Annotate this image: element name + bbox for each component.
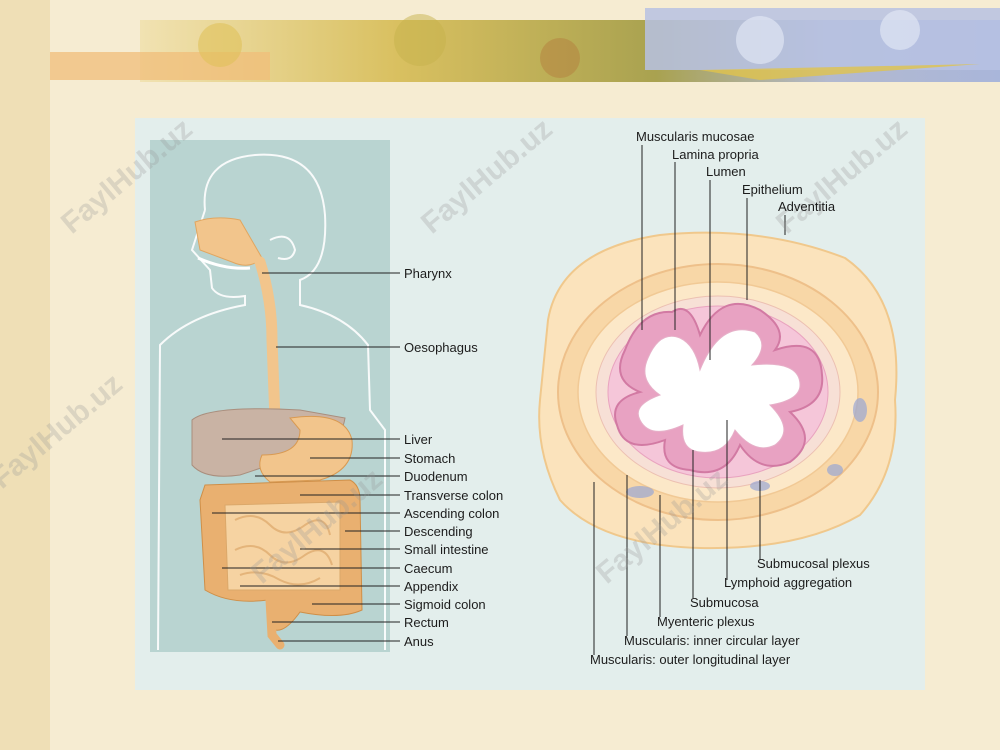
label-myenteric-plexus: Myenteric plexus: [657, 614, 755, 629]
oral-cavity: [194, 217, 263, 266]
label-adventitia: Adventitia: [778, 199, 836, 214]
label-muscularis-mucosae: Muscularis mucosae: [636, 129, 755, 144]
label-muscularis-outer-longitudinal: Muscularis: outer longitudinal layer: [590, 652, 791, 667]
decorative-side-strip: [0, 0, 50, 750]
label-epithelium: Epithelium: [742, 182, 803, 197]
label-sigmoid-colon: Sigmoid colon: [404, 597, 486, 612]
label-duodenum: Duodenum: [404, 469, 468, 484]
label-descending: Descending: [404, 524, 473, 539]
label-lymphoid-aggregation: Lymphoid aggregation: [724, 575, 853, 590]
label-pharynx: Pharynx: [404, 266, 452, 281]
label-small-intestine: Small intestine: [404, 542, 489, 557]
label-liver: Liver: [404, 432, 433, 447]
label-submucosal-plexus: Submucosal plexus: [757, 556, 870, 571]
label-muscularis-inner-circular: Muscularis: inner circular layer: [624, 633, 800, 648]
oesophagus-tube: [254, 256, 281, 426]
body-outline: [157, 153, 386, 651]
label-oesophagus: Oesophagus: [404, 340, 478, 355]
section-pointer-lines: [593, 145, 786, 655]
tract-pointer-lines: [212, 272, 400, 642]
stomach-shape: [259, 415, 353, 483]
label-transverse-colon: Transverse colon: [404, 488, 504, 503]
label-lamina-propria: Lamina propria: [672, 147, 759, 162]
gut-cross-section: [538, 231, 898, 550]
label-rectum: Rectum: [404, 615, 449, 630]
label-stomach: Stomach: [404, 451, 456, 466]
label-appendix: Appendix: [404, 579, 459, 594]
label-anus: Anus: [404, 634, 434, 649]
label-lumen: Lumen: [706, 164, 746, 179]
label-caecum: Caecum: [404, 561, 453, 576]
label-submucosa: Submucosa: [690, 595, 759, 610]
decorative-banner: [30, 8, 1000, 82]
label-ascending-colon: Ascending colon: [404, 506, 500, 521]
